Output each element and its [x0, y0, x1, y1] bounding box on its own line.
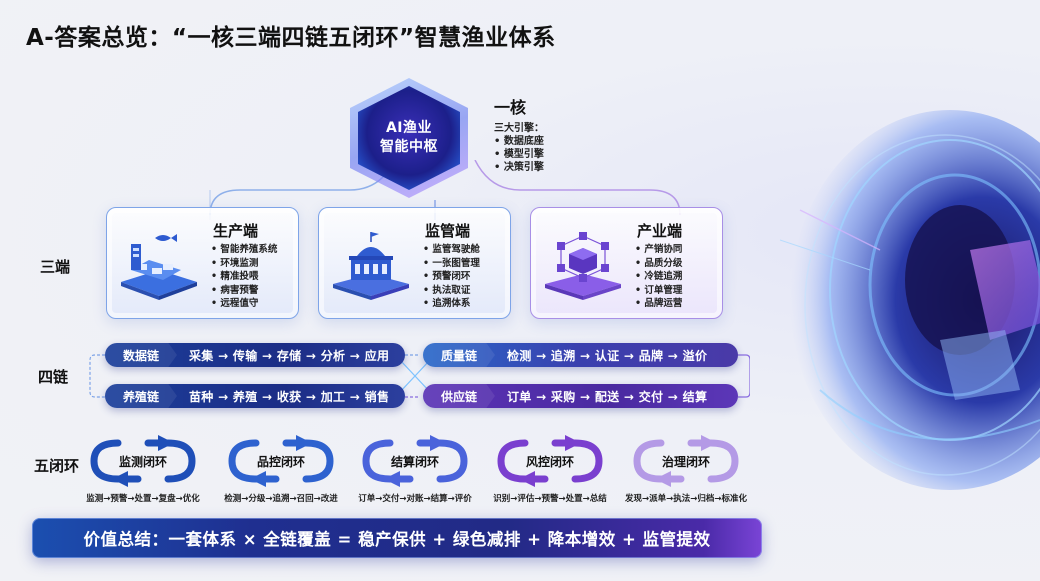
chain-flow: 检测 → 追溯 → 认证 → 品牌 → 溢价 — [507, 348, 708, 363]
loop-flow: 监测→预警→处置→复盘→优化 — [86, 494, 200, 504]
ai-core-hexagon: AI渔业 智能中枢 — [350, 78, 468, 198]
terminal-feature: 远程值守 — [211, 297, 277, 311]
supply-network-box-icon — [545, 232, 621, 300]
loop-quality-control: 品控闭环 — [226, 433, 336, 489]
loop-name: 结算闭环 — [390, 455, 439, 469]
terminal-feature: 冷链追溯 — [635, 270, 682, 284]
chain-supply: 供应链 订单 → 采购 → 配送 → 交付 → 结算 — [423, 384, 738, 408]
cycle-arrows-icon — [228, 435, 334, 487]
loop-name: 风控闭环 — [525, 455, 574, 469]
cycle-arrows-icon — [633, 435, 739, 487]
core-engine-list: 数据底座 模型引擎 决策引擎 — [494, 135, 544, 174]
core-description: 一核 三大引擎： 数据底座 模型引擎 决策引擎 — [494, 94, 544, 174]
terminal-feature: 预警闭环 — [423, 270, 480, 284]
loop-flow: 订单→交付→对账→结算→评价 — [358, 494, 472, 504]
row-label-terminals: 三端 — [40, 258, 71, 276]
chain-name: 养殖链 — [105, 384, 177, 408]
terminal-card-industry: 产业端 产销协同 品质分级 冷链追溯 订单管理 品牌运营 — [530, 207, 723, 319]
core-title-line1: AI渔业 — [385, 120, 433, 136]
value-summary-text: 价值总结：一套体系 × 全链覆盖 = 稳产保供 + 绿色减排 + 降本增效 + … — [83, 530, 711, 549]
decorative-orb-graphic — [779, 110, 1040, 490]
terminal-card-regulation: 监管端 监管驾驶舱 一张图管理 预警闭环 执法取证 追溯体系 — [318, 207, 511, 319]
chain-flow: 采集 → 传输 → 存储 → 分析 → 应用 — [189, 348, 390, 363]
page-title: A-答案总览：“一核三端四链五闭环”智慧渔业体系 — [26, 25, 556, 51]
terminal-feature-list: 智能养殖系统 环境监测 精准投喂 病害预警 远程值守 — [211, 243, 277, 311]
terminal-card-production: 生产端 智能养殖系统 环境监测 精准投喂 病害预警 远程值守 — [106, 207, 299, 319]
loop-name: 监测闭环 — [118, 455, 167, 469]
terminal-feature: 环境监测 — [211, 257, 277, 271]
terminal-feature: 产销协同 — [635, 243, 682, 257]
loop-name: 治理闭环 — [661, 455, 710, 469]
chain-flow: 订单 → 采购 → 配送 → 交付 → 结算 — [507, 389, 708, 404]
aquaculture-farm-icon — [121, 234, 197, 300]
terminal-title: 监管端 — [425, 222, 471, 240]
core-subtitle: 三大引擎： — [494, 123, 544, 134]
terminal-feature: 执法取证 — [423, 284, 480, 298]
terminal-feature: 精准投喂 — [211, 270, 277, 284]
chain-name: 质量链 — [423, 343, 495, 367]
terminal-feature: 智能养殖系统 — [211, 243, 277, 257]
chain-name: 供应链 — [423, 384, 495, 408]
chain-flow: 苗种 → 养殖 → 收获 → 加工 → 销售 — [189, 389, 390, 404]
terminal-feature: 品牌运营 — [635, 297, 682, 311]
cycle-arrows-icon — [362, 435, 468, 487]
terminal-feature: 追溯体系 — [423, 297, 480, 311]
terminal-feature-list: 产销协同 品质分级 冷链追溯 订单管理 品牌运营 — [635, 243, 682, 311]
chain-data: 数据链 采集 → 传输 → 存储 → 分析 → 应用 — [105, 343, 405, 367]
terminal-feature: 品质分级 — [635, 257, 682, 271]
value-summary-banner: 价值总结：一套体系 × 全链覆盖 = 稳产保供 + 绿色减排 + 降本增效 + … — [32, 518, 762, 558]
row-label-loops: 五闭环 — [34, 457, 80, 475]
terminal-title: 生产端 — [213, 222, 259, 240]
chain-farming: 养殖链 苗种 → 养殖 → 收获 → 加工 → 销售 — [105, 384, 405, 408]
chain-quality: 质量链 检测 → 追溯 → 认证 → 品牌 → 溢价 — [423, 343, 738, 367]
terminal-feature-list: 监管驾驶舱 一张图管理 预警闭环 执法取证 追溯体系 — [423, 243, 480, 311]
loop-flow: 检测→分级→追溯→召回→改进 — [224, 494, 338, 504]
core-engine-item: 数据底座 — [494, 135, 544, 148]
terminal-feature: 订单管理 — [635, 284, 682, 298]
loop-settlement: 结算闭环 — [360, 433, 470, 489]
cycle-arrows-icon — [90, 435, 196, 487]
loop-risk-control: 风控闭环 — [495, 433, 605, 489]
loop-monitoring: 监测闭环 — [88, 433, 198, 489]
cycle-arrows-icon — [497, 435, 603, 487]
row-label-chains: 四链 — [38, 368, 69, 386]
loop-flow: 发现→派单→执法→归档→标准化 — [625, 494, 747, 504]
loop-flow: 识别→评估→预警→处置→总结 — [493, 494, 607, 504]
core-engine-item: 决策引擎 — [494, 161, 544, 174]
loop-name: 品控闭环 — [256, 455, 305, 469]
core-heading: 一核 — [494, 98, 527, 117]
loop-governance: 治理闭环 — [631, 433, 741, 489]
core-title-line2: 智能中枢 — [380, 139, 438, 155]
government-building-icon — [333, 232, 409, 300]
core-engine-item: 模型引擎 — [494, 148, 544, 161]
terminal-feature: 监管驾驶舱 — [423, 243, 480, 257]
chain-name: 数据链 — [105, 343, 177, 367]
terminal-feature: 病害预警 — [211, 284, 277, 298]
terminal-title: 产业端 — [637, 222, 683, 240]
terminal-feature: 一张图管理 — [423, 257, 480, 271]
